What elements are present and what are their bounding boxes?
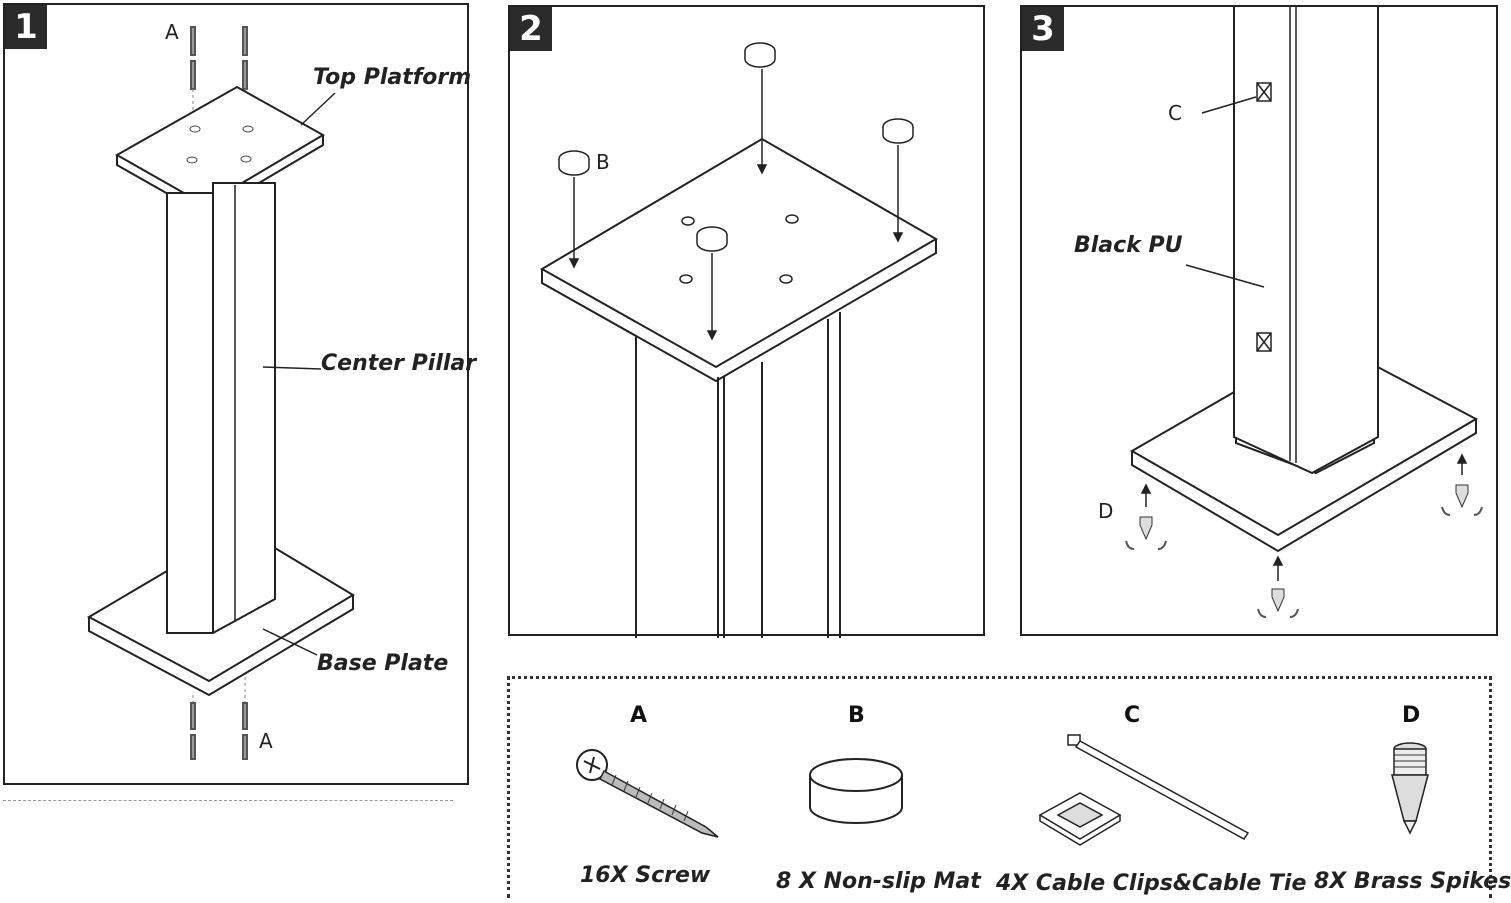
part-a-letter: A — [630, 703, 648, 728]
step-1-panel: 1 A Top Plat — [3, 3, 476, 785]
part-c-letter: C — [1124, 703, 1141, 728]
step-3-panel: 3 — [1020, 5, 1498, 636]
clip-label: C — [1168, 101, 1182, 125]
step-2-drawing — [539, 42, 938, 638]
part-d-caption: 8X Brass Spikes — [1314, 869, 1511, 894]
part-c-caption: 4X Cable Clips&Cable Tie — [996, 871, 1307, 896]
center-pillar-label: Center Pillar — [321, 351, 477, 376]
step-3-drawing — [1125, 7, 1483, 618]
base-plate-label: Base Plate — [317, 651, 449, 676]
part-a-caption: 16X Screw — [580, 863, 711, 888]
step-3-badge: 3 — [1022, 7, 1064, 51]
non-slip-mat-icon — [809, 758, 903, 824]
screw-label-bottom: A — [259, 729, 273, 753]
step-1-badge: 1 — [5, 5, 47, 49]
step-1-drawing — [86, 26, 355, 760]
screw-icon — [576, 749, 719, 838]
step-2-panel: 2 B — [508, 5, 985, 638]
part-b-letter: B — [848, 703, 865, 728]
screw-label-top: A — [165, 20, 179, 44]
spike-label: D — [1098, 499, 1114, 523]
black-pu-label: Black PU — [1074, 233, 1183, 258]
brass-spike-icon — [1391, 742, 1429, 835]
part-d-letter: D — [1402, 703, 1421, 728]
cable-clip-tie-icon — [1038, 734, 1250, 846]
divider-line — [3, 800, 453, 801]
step-2-badge: 2 — [510, 7, 552, 51]
top-platform-label: Top Platform — [313, 65, 472, 90]
parts-list: A 16X Screw B 8 X Non-slip Mat C 4X Cabl… — [507, 676, 1511, 898]
mat-label: B — [596, 150, 610, 174]
part-b-caption: 8 X Non-slip Mat — [776, 869, 981, 894]
